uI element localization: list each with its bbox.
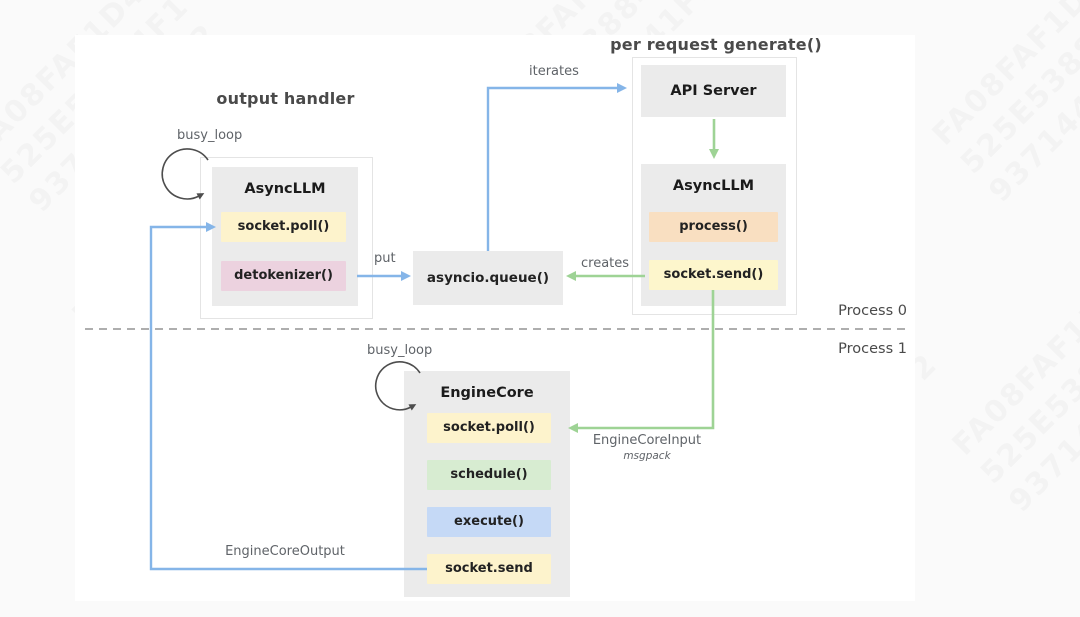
detokenizer-box: detokenizer() <box>221 261 346 291</box>
busy-loop-arc-top <box>161 148 209 200</box>
engine-socket-send-box: socket.send <box>427 554 551 584</box>
edge-iterates-arrow <box>486 83 627 251</box>
asyncio-queue-box: asyncio.queue() <box>413 251 563 305</box>
output-handler-title: output handler <box>216 89 355 108</box>
engine-core-input-label: EngineCoreInput <box>592 433 702 448</box>
busy-loop-label-bottom: busy_loop <box>367 343 433 358</box>
engine-core-output-label: EngineCoreOutput <box>225 544 345 559</box>
per-request-title: per request generate() <box>610 35 822 54</box>
output-asyncllm-title: AsyncLLM <box>244 181 326 197</box>
api-server-box <box>641 65 786 117</box>
msgpack-label: msgpack <box>623 450 671 462</box>
creates-label: creates <box>581 256 630 271</box>
process-0-label: Process 0 <box>838 303 907 319</box>
put-label: put <box>374 251 396 266</box>
busy-loop-arc-bottom <box>374 361 421 411</box>
engine-core-title: EngineCore <box>440 385 534 401</box>
api-server-title: API Server <box>670 83 757 99</box>
schedule-box: schedule() <box>427 460 551 490</box>
output-socket-poll-box: socket.poll() <box>221 212 346 242</box>
process-box: process() <box>649 212 778 242</box>
process-1-label: Process 1 <box>838 341 907 357</box>
request-socket-send-box: socket.send() <box>649 260 778 290</box>
execute-box: execute() <box>427 507 551 537</box>
engine-socket-poll-box: socket.poll() <box>427 413 551 443</box>
busy-loop-label-top: busy_loop <box>177 128 243 143</box>
edge-engine-core-input-arrow <box>568 290 715 433</box>
request-asyncllm-title: AsyncLLM <box>672 178 755 194</box>
edge-engine-core-output-arrow <box>149 222 427 571</box>
iterates-label: iterates <box>529 64 579 79</box>
